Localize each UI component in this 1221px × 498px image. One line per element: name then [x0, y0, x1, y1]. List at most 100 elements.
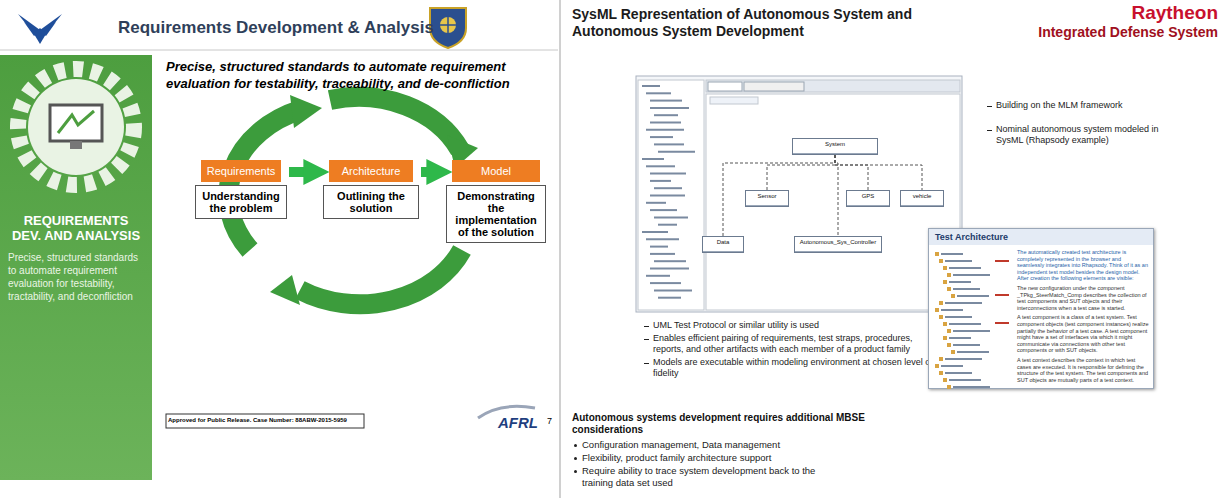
bullet-text: Enables efficient pairing of requirement…: [653, 333, 943, 355]
side-panel: REQUIREMENTS DEV. AND ANALYSIS Precise, s…: [0, 55, 152, 480]
bullet-text: Nominal autonomous system modeled in Sys…: [996, 124, 1186, 146]
tree-row: [650, 195, 685, 197]
tree-row: [642, 231, 668, 233]
tree-row: [658, 224, 677, 226]
process-step: ArchitectureOutlining the solution: [323, 160, 419, 219]
dependency-line: [767, 155, 835, 190]
uml-block: Data: [702, 236, 744, 253]
bullet-dash: [987, 130, 992, 131]
node-heading: Data: [703, 237, 743, 252]
tree-row: [654, 289, 692, 291]
bullet-dash: [644, 363, 649, 364]
node-heading: Architecture: [329, 160, 413, 182]
slide-divider: [559, 0, 561, 498]
uml-block: vehicle: [900, 190, 944, 207]
process-step: ModelDemonstrating the implementation of…: [446, 160, 546, 243]
tree-row: [654, 114, 678, 116]
raytheon-unit: Integrated Defense System: [1020, 24, 1218, 40]
tree-row: [658, 151, 695, 153]
tree-row: [650, 100, 682, 102]
uml-block: Autonomous_Sys_Controller: [794, 236, 882, 253]
node-heading: Autonomous_Sys_Controller: [795, 237, 881, 252]
model-tree: [642, 86, 695, 298]
process-step: RequirementsUnderstanding the problem: [195, 160, 287, 219]
tree-row: [646, 165, 675, 167]
tree-row: [650, 173, 686, 175]
tree-row: [650, 253, 675, 255]
bullet-dash: [644, 326, 649, 327]
tree-row: [650, 246, 668, 248]
bullet-dash: [644, 339, 649, 340]
tree-row: [658, 297, 681, 299]
dependency-line: [835, 155, 838, 236]
node-heading: Requirements: [201, 160, 281, 182]
bullet-dot: [574, 444, 577, 447]
tree-row: [654, 143, 684, 145]
tree-row: [646, 202, 666, 204]
test-tree-thumbnail: [933, 249, 1013, 399]
tree-row: [654, 216, 688, 218]
tree-row: [646, 129, 684, 131]
release-box: [166, 414, 364, 428]
tree-row: [650, 136, 673, 138]
uml-block: Sensor: [745, 190, 789, 207]
node-body: Demonstrating the implementation of the …: [446, 185, 546, 243]
node-heading: GPS: [847, 191, 889, 206]
afrl-shield: [430, 8, 466, 48]
tree-row: [650, 209, 677, 211]
node-body: Precise, structured standards to automat…: [8, 251, 144, 303]
tree-row: [650, 282, 681, 284]
node-heading: System: [793, 139, 877, 154]
bullet-text: Configuration management, Data managemen…: [582, 439, 932, 451]
tree-row: [646, 92, 671, 94]
flow-arrow: [421, 167, 442, 177]
tree-row: [650, 268, 689, 270]
tree-row: [650, 122, 681, 124]
tree-row: [646, 238, 679, 240]
raytheon-logo: Raytheon: [1090, 2, 1218, 24]
node-heading: vehicle: [901, 191, 943, 206]
dependency-line: [723, 155, 835, 236]
subtitle: Precise, structured standards to automat…: [166, 58, 551, 92]
node-body: The automatically created test architect…: [1017, 249, 1149, 282]
node-body: A test context describes the context in …: [1017, 357, 1149, 383]
tree-row: [650, 180, 671, 182]
slide-title: Requirements Development & Analysis: [118, 18, 434, 38]
flow-arrow: [289, 167, 319, 177]
node-body: A test component is a class of a test sy…: [1017, 314, 1149, 354]
bullet-text: Models are executable within modeling en…: [653, 357, 943, 379]
bullet-text: Flexibility, product family architecture…: [582, 452, 932, 464]
node-heading: Sensor: [746, 191, 788, 206]
rhapsody-screenshot: [636, 76, 962, 312]
bullet-text: Building on the MLM framework: [996, 100, 1186, 111]
tree-row: [650, 107, 689, 109]
slide-title: SysML Representation of Autonomous Syste…: [572, 6, 942, 40]
tree-row: [654, 260, 686, 262]
bullet-text: Require ability to trace system developm…: [582, 465, 822, 489]
header-rule: [0, 50, 558, 51]
air-force-logo: [18, 14, 62, 44]
release-note: Approved for Public Release. Case Number…: [168, 415, 364, 426]
bullet-text: UML Test Protocol or similar utility is …: [653, 320, 943, 331]
node-heading: Model: [452, 160, 540, 182]
tree-row: [654, 187, 682, 189]
tree-row: [642, 158, 664, 160]
uml-block: System: [792, 138, 878, 155]
bullet-dot: [574, 470, 577, 473]
node-body: Outlining the solution: [323, 185, 419, 219]
tree-row: [646, 275, 670, 277]
node-heading: REQUIREMENTS DEV. AND ANALYSIS: [8, 213, 144, 243]
node-body: Understanding the problem: [195, 185, 287, 219]
afrl-logo-text: AFRL: [498, 414, 548, 431]
dependency-line: [835, 155, 868, 190]
dependency-line: [835, 155, 922, 190]
uml-block: GPS: [846, 190, 890, 207]
gear-icon: [0, 55, 152, 205]
node-heading: Test Architecture: [929, 229, 1153, 245]
bullet-dot: [574, 457, 577, 460]
page-number: 7: [547, 416, 557, 426]
section-heading: Autonomous systems development requires …: [572, 412, 932, 436]
tree-row: [642, 85, 660, 87]
node-body: The new configuration under the componen…: [1017, 285, 1149, 311]
callout-panel: Test ArchitectureThe automatically creat…: [928, 228, 1154, 389]
